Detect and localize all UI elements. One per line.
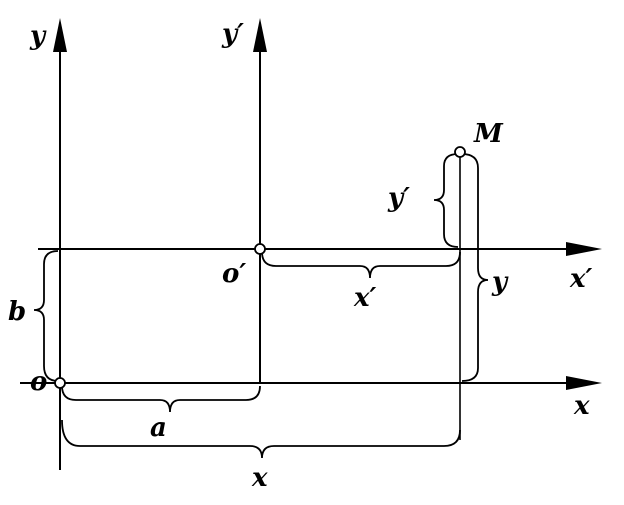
coord-y-prime-label: y′ xyxy=(387,183,410,213)
origin-prime-label: o′ xyxy=(222,259,246,289)
point-m-label: M xyxy=(473,119,504,149)
brace-a xyxy=(61,385,261,413)
origin-prime-point xyxy=(254,243,266,255)
y-axis-arrowhead xyxy=(53,18,67,52)
y-prime-axis-arrowhead xyxy=(253,18,267,52)
coord-x-label: x xyxy=(251,463,268,493)
offset-a-label: a xyxy=(150,413,167,443)
x-prime-axis-label: x′ xyxy=(569,264,593,294)
brace-y xyxy=(461,153,489,382)
x-axis-label: x xyxy=(573,391,590,421)
offset-b-label: b xyxy=(8,297,26,327)
point-m xyxy=(454,146,466,158)
brace-x xyxy=(61,419,461,459)
origin-label: o xyxy=(30,367,47,397)
y-axis-label: y xyxy=(29,21,47,51)
origin-point xyxy=(54,377,66,389)
coord-x-prime-label: x′ xyxy=(353,283,377,313)
coord-y-label: y xyxy=(491,267,509,297)
x-prime-axis-arrowhead xyxy=(566,242,602,256)
y-prime-axis-label: y′ xyxy=(221,19,244,49)
brace-b xyxy=(33,250,59,382)
brace-y-prime xyxy=(433,153,459,248)
brace-x-prime xyxy=(261,251,461,279)
x-axis-arrowhead xyxy=(566,376,602,390)
